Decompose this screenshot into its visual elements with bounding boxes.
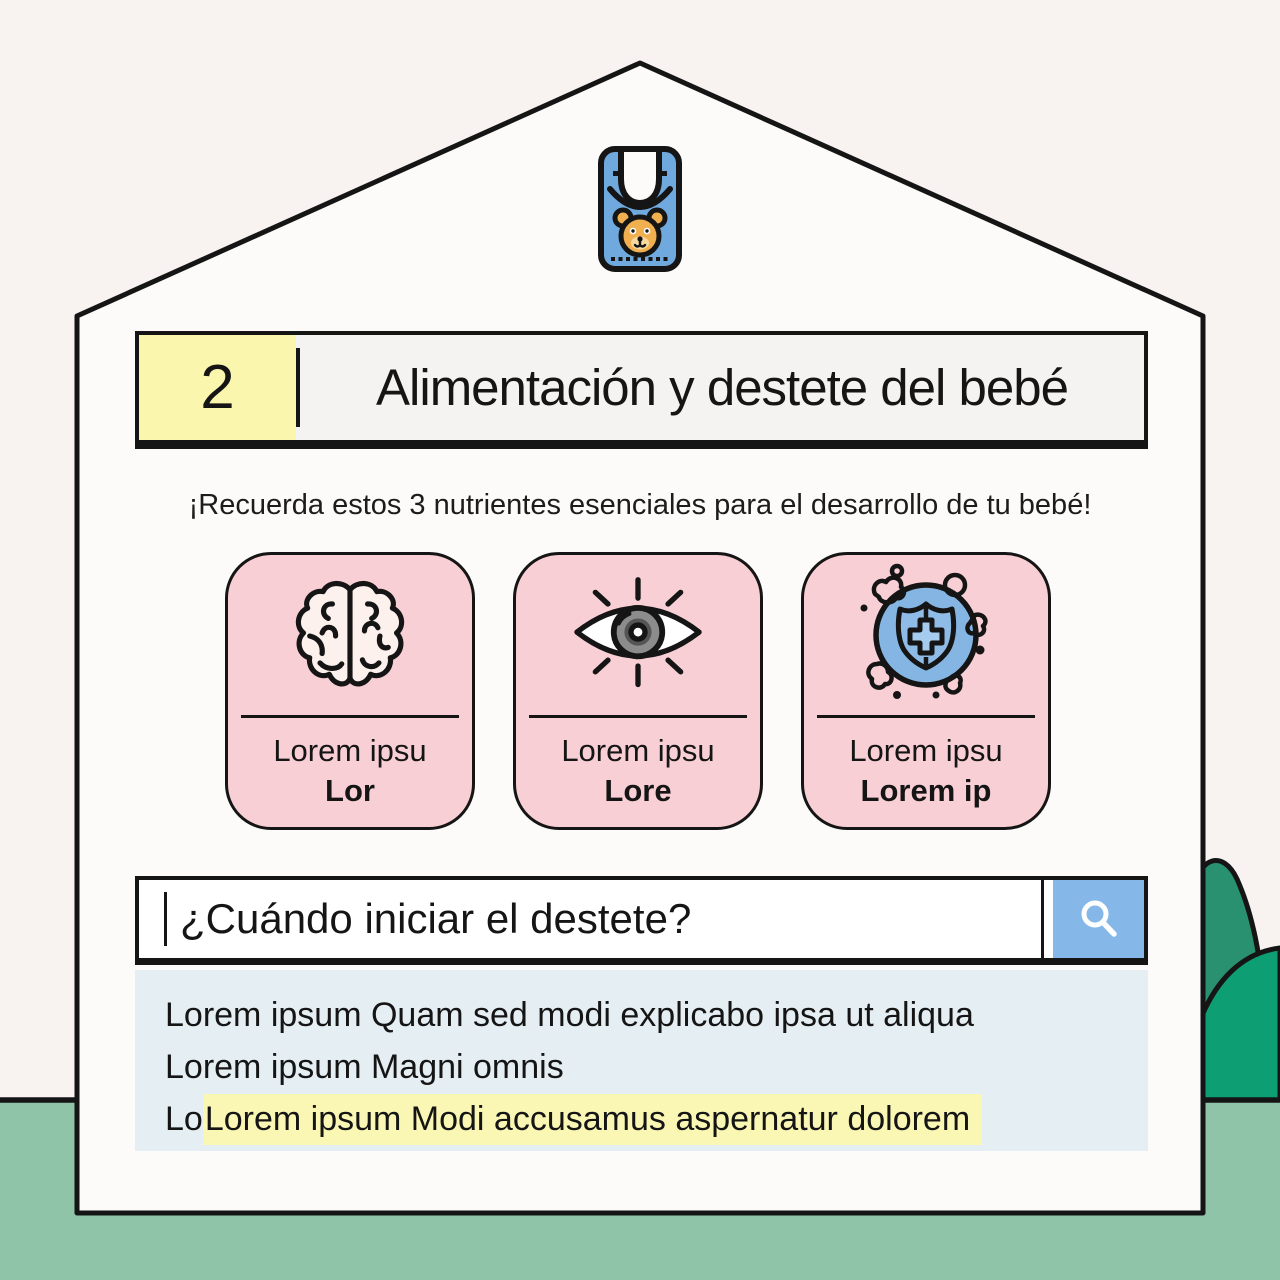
card-label-line2: Lorem ip	[860, 773, 992, 808]
search-results: Lorem ipsum Quam sed modi explicabo ipsa…	[135, 970, 1148, 1151]
shield-cross-icon	[860, 563, 988, 699]
baby-bib-icon	[598, 146, 682, 272]
search-input[interactable]: ¿Cuándo iniciar el destete?	[139, 880, 1041, 958]
germ-dots	[860, 604, 985, 699]
page-title: Alimentación y destete del bebé	[376, 359, 1069, 416]
nutrient-card-vision: Lorem ipsu Lore	[513, 552, 763, 830]
result-text: Lorem ipsum Quam sed modi explicabo ipsa…	[165, 996, 974, 1034]
result-line[interactable]: Lorem ipsum Magni omnis	[165, 1041, 1148, 1093]
result-line[interactable]: LoLorem ipsum Modi accusamus aspernatur …	[165, 1093, 1148, 1145]
banner-divider	[296, 348, 300, 427]
text-cursor	[164, 892, 167, 946]
section-number: 2	[139, 335, 296, 440]
card-label-line1: Lorem ipsu	[561, 733, 715, 768]
bib-stitches	[611, 257, 668, 261]
result-text-prefix: Lo	[165, 1100, 203, 1138]
eye-icon	[574, 577, 702, 688]
search-divider	[1041, 880, 1044, 958]
result-line[interactable]: Lorem ipsum Quam sed modi explicabo ipsa…	[165, 989, 1148, 1041]
nutrient-card-immunity: Lorem ipsu Lorem ip	[801, 552, 1051, 830]
card-label-line1: Lorem ipsu	[273, 733, 427, 768]
search-query-text: ¿Cuándo iniciar el destete?	[180, 895, 692, 942]
subtitle: ¡Recuerda estos 3 nutrientes esenciales …	[188, 489, 1092, 521]
card-divider	[529, 715, 747, 718]
card-label-line2: Lore	[604, 773, 672, 808]
search-bar: ¿Cuándo iniciar el destete?	[135, 876, 1148, 965]
card-label-line1: Lorem ipsu	[849, 733, 1003, 768]
card-label-line2: Lor	[325, 773, 375, 808]
card-divider	[817, 715, 1035, 718]
search-icon	[1081, 900, 1117, 937]
nutrient-card-brain: Lorem ipsu Lor	[225, 552, 475, 830]
result-text: Lorem ipsum Magni omnis	[165, 1048, 564, 1086]
highlighted-result: Lorem ipsum Modi accusamus aspernatur do…	[202, 1094, 983, 1145]
title-banner: 2 Alimentación y destete del bebé	[135, 331, 1148, 449]
brain-icon	[295, 581, 405, 687]
card-divider	[241, 715, 459, 718]
search-button[interactable]	[1053, 880, 1144, 958]
germ-blobs	[866, 563, 988, 695]
search-gap	[1044, 880, 1053, 958]
